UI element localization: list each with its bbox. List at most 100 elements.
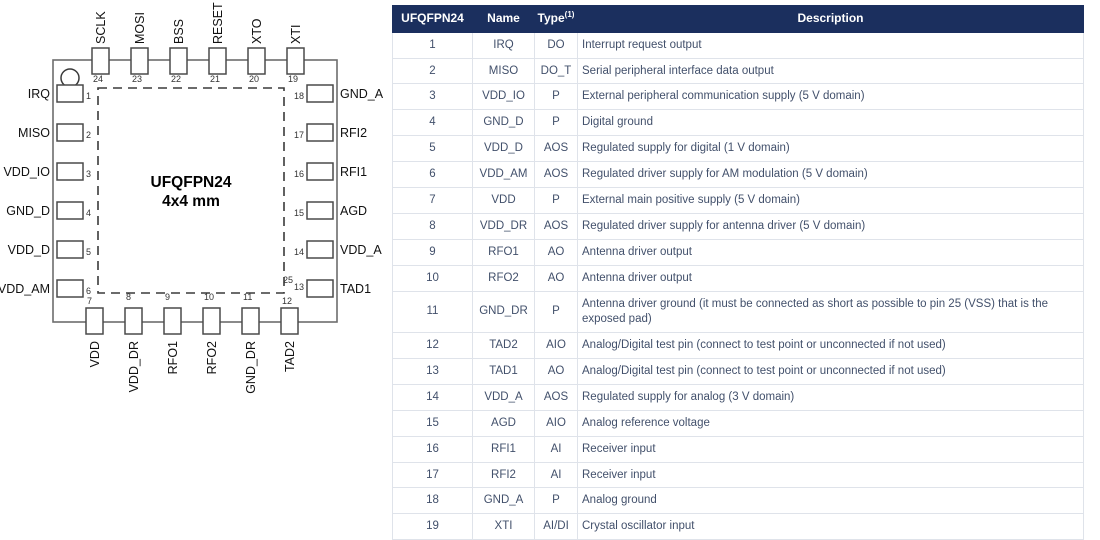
cell-type: AOS (534, 161, 578, 189)
right-pins: 18 17 16 15 14 13 GND_A RFI2 RFI1 AGD VD… (294, 84, 384, 298)
pad-10 (202, 307, 221, 335)
cell-type: AIO (534, 331, 578, 359)
exposed-pad-label: 25 (283, 275, 293, 285)
cell-name: VDD (472, 187, 535, 215)
cell-type: AOS (534, 213, 578, 241)
header-type-label: Type (537, 11, 565, 25)
pinname-vdd-dr: VDD_DR (127, 341, 141, 392)
pinname-tad2: TAD2 (283, 341, 297, 372)
package-name-line2: 4x4 mm (162, 193, 220, 210)
pad-12 (280, 307, 299, 335)
table-header-row: UFQFPN24 Name Type(1) Description (392, 5, 1084, 33)
cell-type: P (534, 290, 578, 333)
bottom-pins: 7 8 9 10 11 12 VDD VDD_DR RFO1 RFO2 GND_… (85, 292, 299, 394)
cell-pin-number: 8 (392, 213, 473, 241)
cell-description: Crystal oscillator input (577, 513, 1084, 540)
cell-pin-number: 16 (392, 435, 473, 463)
pinnum-1: 1 (86, 91, 91, 101)
cell-type: AI (534, 435, 578, 463)
header-pin-number: UFQFPN24 (392, 5, 473, 33)
cell-pin-number: 1 (392, 31, 473, 59)
cell-pin-number: 18 (392, 487, 473, 515)
pinnum-10: 10 (204, 292, 214, 302)
pad-3 (56, 162, 84, 181)
pinnum-14: 14 (294, 247, 304, 257)
cell-description: Analog reference voltage (577, 409, 1084, 437)
cell-type: AO (534, 265, 578, 292)
cell-name: GND_DR (472, 290, 535, 333)
pad-4 (56, 201, 84, 220)
cell-description: Regulated driver supply for antenna driv… (577, 213, 1084, 241)
cell-name: GND_D (472, 109, 535, 137)
pad-14 (306, 240, 334, 259)
pad-13 (306, 279, 334, 298)
pinnum-20: 20 (249, 74, 259, 84)
pinname-xto: XTO (250, 18, 264, 44)
cell-type: AO (534, 357, 578, 385)
pad-9 (163, 307, 182, 335)
cell-description: Regulated driver supply for AM modulatio… (577, 161, 1084, 189)
header-name: Name (472, 5, 535, 33)
cell-pin-number: 17 (392, 461, 473, 489)
pinnum-13: 13 (294, 282, 304, 292)
cell-pin-number: 11 (392, 290, 473, 333)
cell-description: Regulated supply for digital (1 V domain… (577, 135, 1084, 163)
cell-type: P (534, 187, 578, 215)
pinnum-9: 9 (165, 292, 170, 302)
cell-pin-number: 10 (392, 265, 473, 292)
pinnum-4: 4 (86, 208, 91, 218)
pinnum-8: 8 (126, 292, 131, 302)
pinnum-18: 18 (294, 91, 304, 101)
pinname-rfi1: RFI1 (340, 165, 367, 179)
pinname-vdd-am: VDD_AM (0, 282, 50, 296)
pinname-vdd-d: VDD_D (8, 243, 50, 257)
cell-description: Analog/Digital test pin (connect to test… (577, 331, 1084, 359)
pinname-gnd-dr: GND_DR (244, 341, 258, 394)
cell-pin-number: 9 (392, 239, 473, 267)
pinnum-11: 11 (243, 292, 252, 302)
cell-name: RFO1 (472, 239, 535, 267)
pinnum-16: 16 (294, 169, 304, 179)
cell-pin-number: 14 (392, 383, 473, 411)
cell-type: AOS (534, 383, 578, 411)
pad-6 (56, 279, 84, 298)
pinname-rfo1: RFO1 (166, 341, 180, 374)
pinname-bss: BSS (172, 19, 186, 44)
pad-22 (169, 47, 188, 75)
pad-19 (286, 47, 305, 75)
cell-pin-number: 12 (392, 331, 473, 359)
cell-name: RFI1 (472, 435, 535, 463)
pinname-miso: MISO (18, 126, 50, 140)
cell-description: Regulated supply for analog (3 V domain) (577, 383, 1084, 411)
cell-description: Digital ground (577, 109, 1084, 137)
cell-description: External main positive supply (5 V domai… (577, 187, 1084, 215)
pinnum-12: 12 (282, 296, 292, 306)
header-description: Description (577, 5, 1084, 33)
cell-pin-number: 13 (392, 357, 473, 385)
pinname-reset: RESET (211, 2, 225, 44)
package-name-line1: UFQFPN24 (151, 174, 232, 191)
cell-pin-number: 4 (392, 109, 473, 137)
pinnum-23: 23 (132, 74, 142, 84)
pad-23 (130, 47, 149, 75)
cell-description: Receiver input (577, 461, 1084, 489)
cell-description: Interrupt request output (577, 31, 1084, 59)
cell-name: AGD (472, 409, 535, 437)
cell-type: DO_T (534, 57, 578, 85)
cell-description: Analog/Digital test pin (connect to test… (577, 357, 1084, 385)
cell-type: P (534, 83, 578, 111)
cell-name: RFO2 (472, 265, 535, 292)
pad-7 (85, 307, 104, 335)
